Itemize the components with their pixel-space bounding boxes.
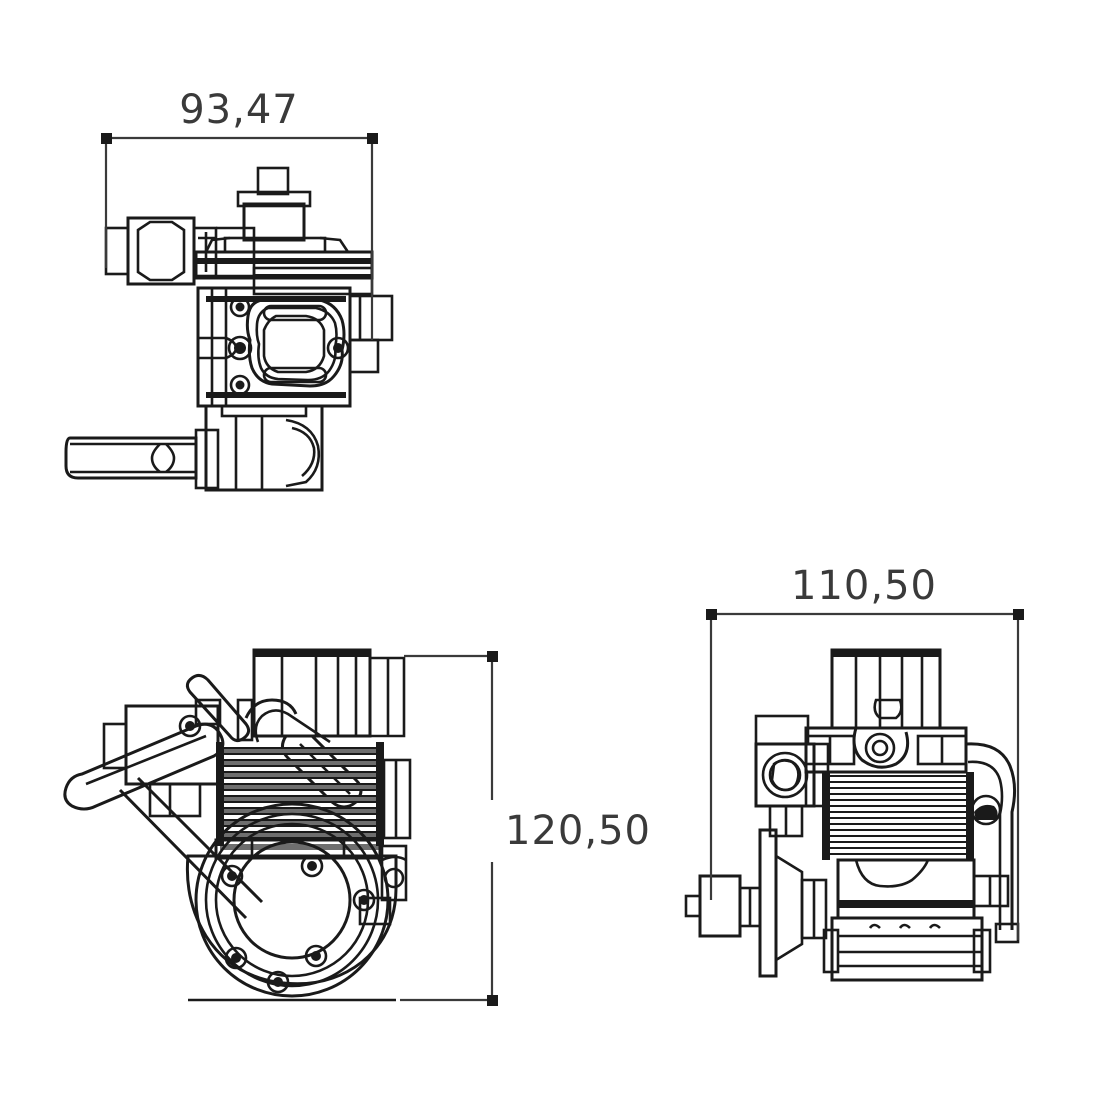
valve-cover-stack [223,166,327,254]
fin-fill [220,748,380,850]
dimension-label-93-47: 93,47 [179,87,299,133]
exhaust-header [965,742,1020,944]
mount-flange-side [684,828,828,978]
side-view [684,648,1020,982]
front-view [63,648,412,1002]
lower-housing [204,404,324,492]
dimension-width-side-view [706,609,1024,940]
carburetor-barrel [104,216,256,286]
carburetor-block-side [754,714,830,838]
dim-dot-right [367,133,378,144]
case-bolts-side [868,923,941,929]
dimension-height-front-view [400,651,498,1006]
cover-slots [262,304,328,384]
dimension-label-110-50: 110,50 [791,563,937,609]
dimension-width-top-view [101,133,378,340]
pushrod-tube [185,673,251,743]
shaft-stub [198,336,238,360]
rocker-cover-side [804,726,968,774]
muffler-tube [64,428,220,490]
muffler-tube-diagonal [63,722,225,811]
top-view [64,166,394,492]
crankcase-body-side [822,858,1010,982]
dimension-label-120-50: 120,50 [505,808,651,854]
dim-dot-bottom [487,995,498,1006]
right-valve-housing [358,844,408,926]
dim-dot-top [487,651,498,662]
dim-dot-left [706,609,717,620]
crankcase-bolt-bosses [220,854,376,994]
bolt-bosses [227,296,350,396]
rocker-housing [236,698,331,744]
cylinder-fins-side [822,772,974,860]
dim-dot-right [1013,609,1024,620]
dim-dot-left [101,133,112,144]
crankcase-cover [245,298,346,388]
